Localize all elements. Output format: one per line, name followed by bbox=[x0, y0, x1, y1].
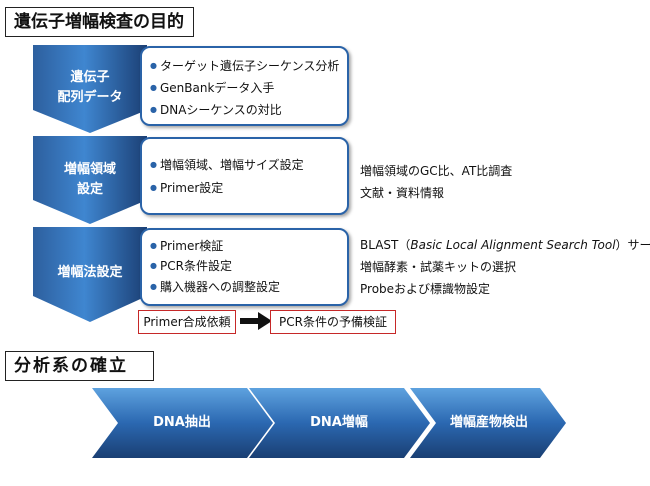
step-2-note-2: 文献・資料情報 bbox=[360, 186, 445, 200]
page-title: 遺伝子増幅検査の目的 bbox=[5, 7, 194, 37]
step-3-note-2: 増幅酵素・試薬キットの選択 bbox=[360, 260, 517, 274]
step-2-label: 増幅領域 設定 bbox=[63, 162, 116, 197]
step-chevron-1 bbox=[33, 45, 147, 133]
step-2-bullet-2: Primer設定 bbox=[150, 179, 223, 196]
step-1-bullet-3: DNAシーケンスの対比 bbox=[150, 101, 282, 118]
phase-3-label: 増幅産物検出 bbox=[449, 415, 528, 430]
flow-arrow-icon bbox=[240, 312, 272, 330]
phase-1-label: DNA抽出 bbox=[153, 415, 211, 430]
section-title: 分析系の確立 bbox=[5, 351, 154, 381]
step-2-bullet-1: 増幅領域、増幅サイズ設定 bbox=[150, 156, 304, 173]
step-1-bullet-1: ターゲット遺伝子シーケンス分析 bbox=[150, 57, 339, 74]
flow-from-box: Primer合成依頼 bbox=[138, 310, 236, 334]
phase-chevron-2 bbox=[249, 388, 430, 458]
step-3-note-1: BLAST（Basic Local Alignment Search Tool）… bbox=[360, 238, 650, 252]
phase-2-label: DNA増幅 bbox=[310, 415, 368, 430]
flow-to-box: PCR条件の予備検証 bbox=[270, 310, 396, 334]
step-chevron-2 bbox=[33, 136, 147, 224]
step-1-label-full: 遺伝子 配列データ bbox=[57, 70, 123, 105]
step-3-bullet-3: 購入機器への調整設定 bbox=[150, 278, 280, 295]
blast-tool-name: Basic Local Alignment Search Tool bbox=[410, 238, 616, 252]
step-1-bullet-2: GenBankデータ入手 bbox=[150, 79, 274, 96]
step-2-note-1: 増幅領域のGC比、AT比調査 bbox=[360, 164, 513, 178]
step-3-bullet-1: Primer検証 bbox=[150, 237, 223, 254]
phase-chevron-3 bbox=[410, 388, 566, 458]
step-3-bullet-2: PCR条件設定 bbox=[150, 257, 232, 274]
step-2-bullet-box: 増幅領域、増幅サイズ設定 Primer設定 bbox=[140, 137, 349, 215]
step-chevron-3 bbox=[33, 227, 147, 322]
step-3-bullet-box: Primer検証 PCR条件設定 購入機器への調整設定 bbox=[140, 228, 349, 306]
step-3-note-3: Probeおよび標識物設定 bbox=[360, 282, 491, 296]
step-3-label: 増幅法設定 bbox=[57, 265, 123, 280]
step-1-bullet-box: ターゲット遺伝子シーケンス分析 GenBankデータ入手 DNAシーケンスの対比 bbox=[140, 46, 349, 126]
phase-chevron-1 bbox=[92, 388, 273, 458]
